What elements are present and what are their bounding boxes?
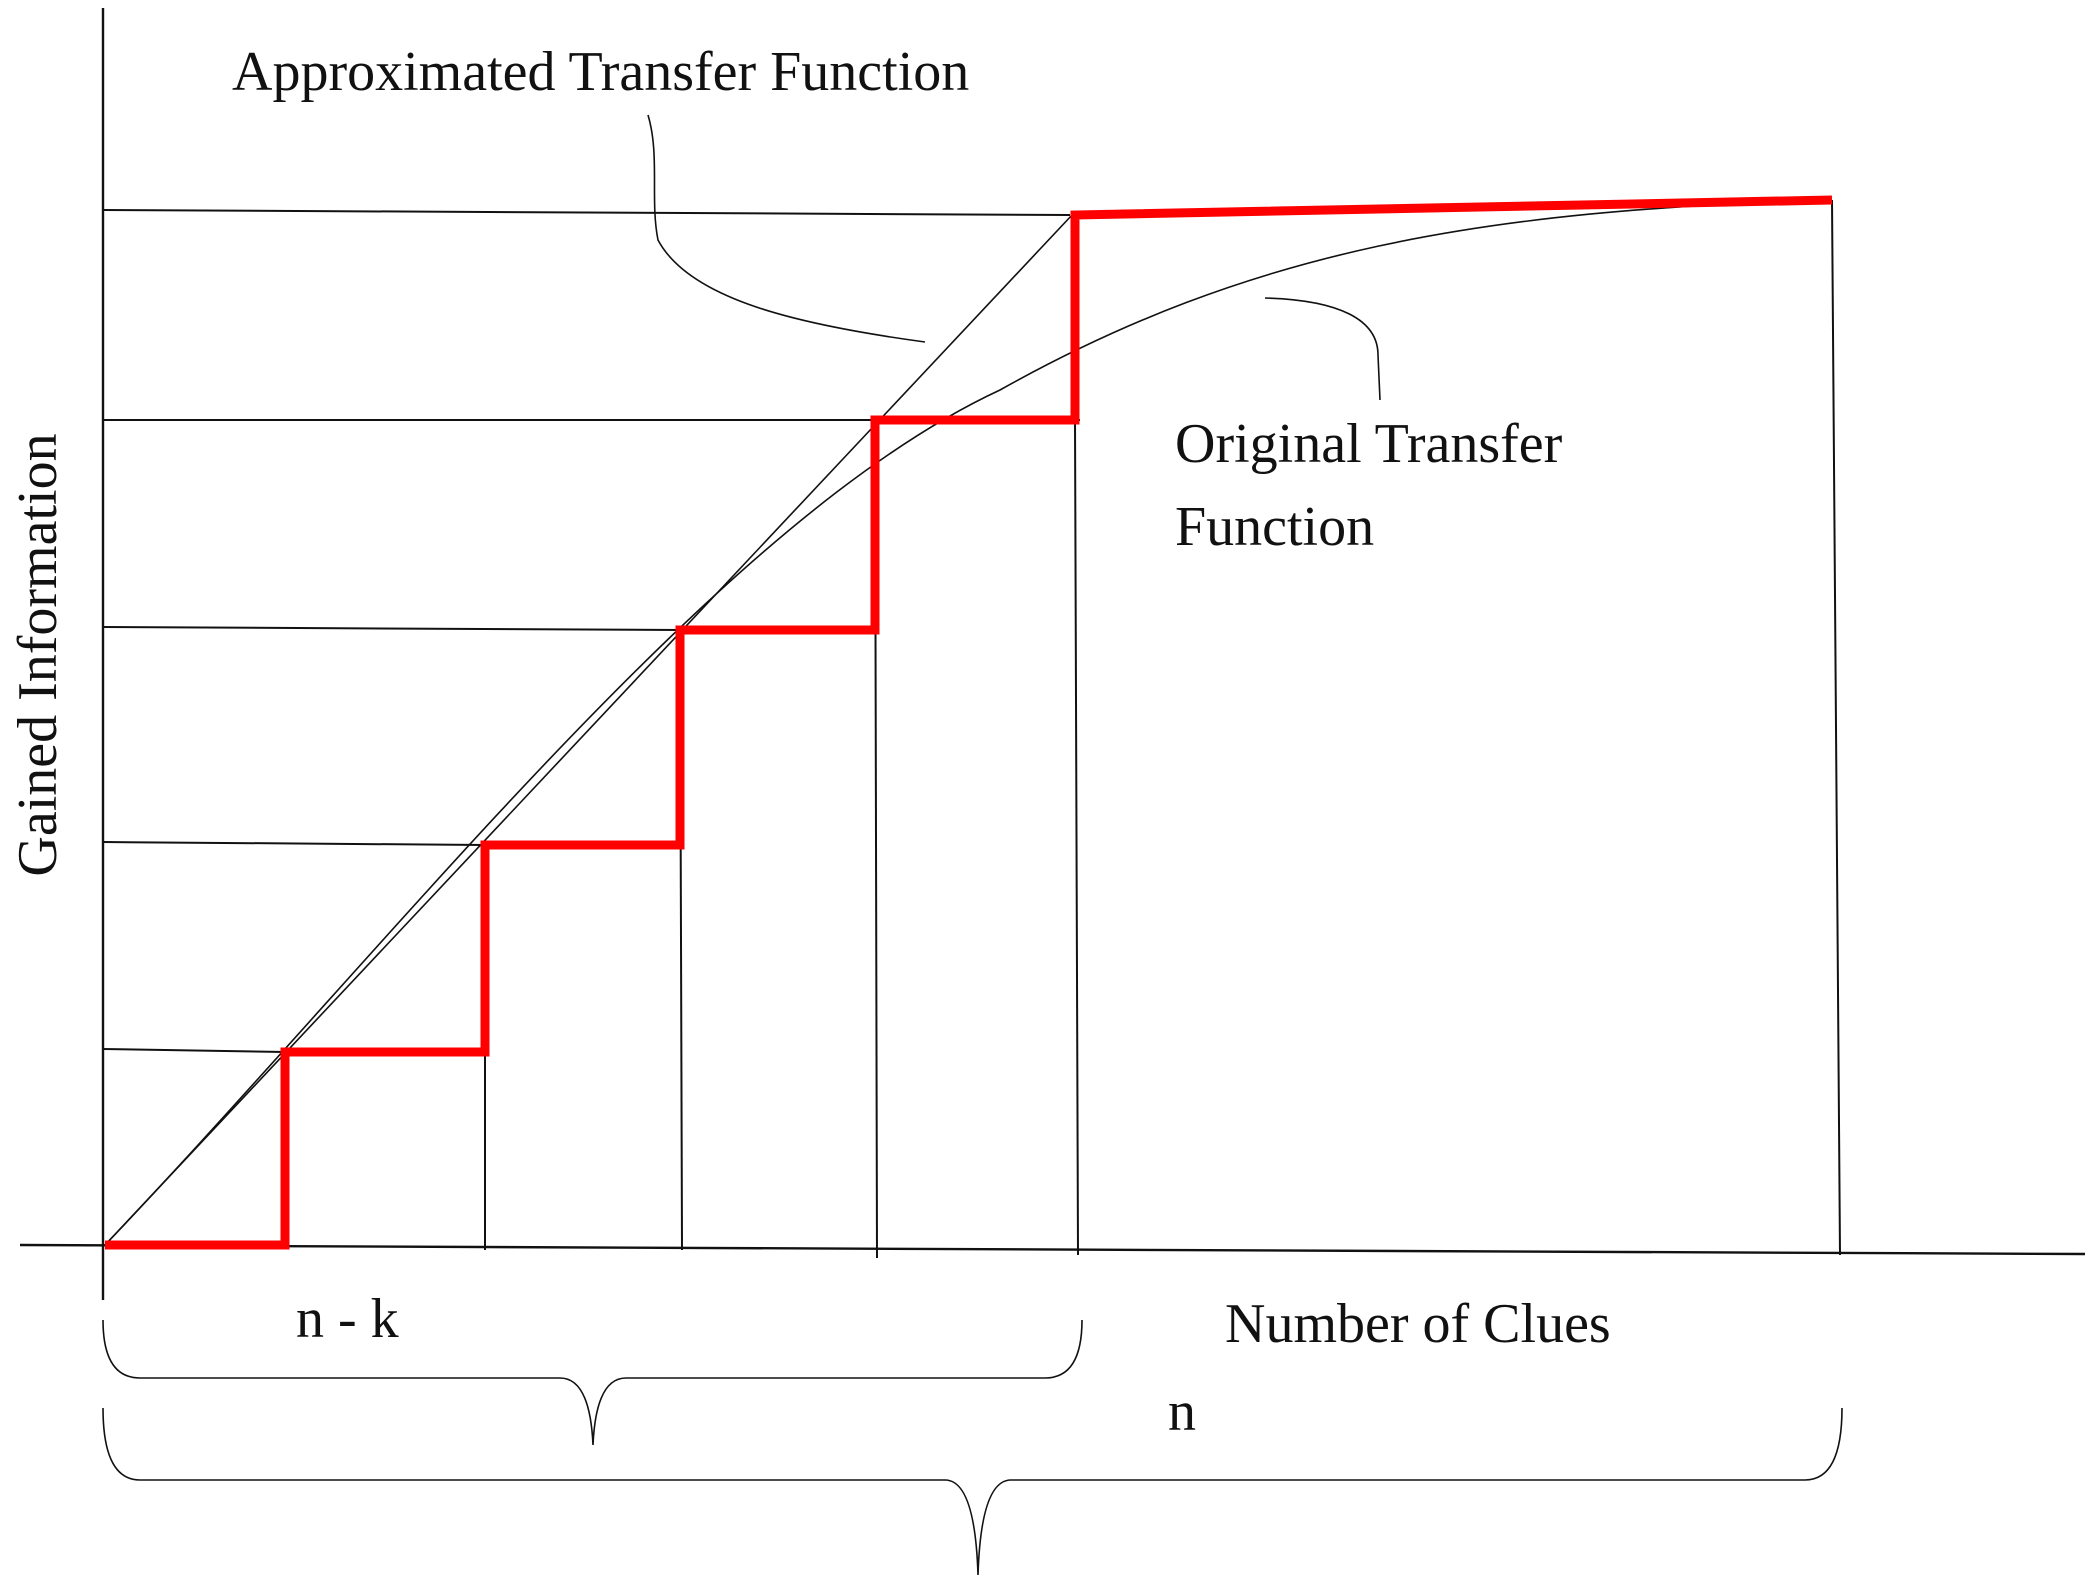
y-axis-label: Gained Information — [7, 433, 69, 876]
vertical-line-5 — [1074, 419, 1079, 1256]
horizontal-grid-lines — [102, 209, 1080, 1053]
approximated-transfer-function-label: Approximated Transfer Function — [232, 41, 969, 103]
grid-line-5 — [102, 209, 1071, 216]
original-transfer-function-label-line1: Original Transfer — [1175, 413, 1563, 475]
n-minus-k-label: n - k — [296, 1288, 399, 1350]
n-label: n — [1168, 1381, 1196, 1443]
approximated-label-leader — [647, 114, 926, 343]
grid-line-1 — [102, 1048, 286, 1053]
vertical-line-end — [1831, 199, 1841, 1256]
original-label-leader — [1264, 297, 1381, 401]
step-function — [105, 195, 1833, 1250]
n-minus-k-brace — [102, 1319, 1083, 1446]
original-transfer-curve — [104, 199, 1833, 1246]
original-transfer-function-label-line2: Function — [1175, 496, 1374, 558]
grid-line-3 — [102, 626, 681, 631]
approximated-transfer-line — [104, 214, 1073, 1246]
grid-line-2 — [102, 841, 486, 846]
vertical-grid-lines — [484, 199, 1841, 1259]
n-brace — [102, 1407, 1843, 1576]
axes — [19, 8, 2086, 1300]
x-axis-label: Number of Clues — [1225, 1293, 1611, 1355]
x-axis — [19, 1243, 2086, 1256]
